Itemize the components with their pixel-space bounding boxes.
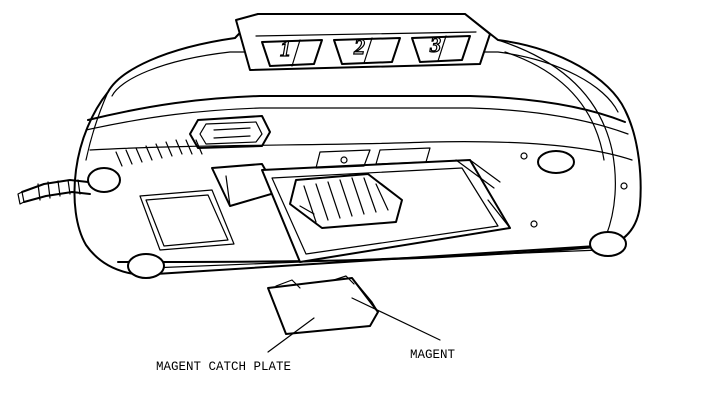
label-magnet-catch-plate: MAGENT CATCH PLATE — [156, 360, 291, 374]
slot-2 — [333, 37, 401, 65]
foot-front-right — [537, 150, 575, 174]
power-cord — [17, 179, 91, 205]
leader-catch-plate — [267, 317, 315, 353]
slot-label-1: 1 — [280, 36, 291, 61]
rubber-feet — [87, 150, 627, 279]
leader-magnet — [351, 297, 441, 341]
slot-3 — [411, 35, 471, 63]
ribbed-slide-tab — [289, 173, 403, 229]
vent-grille — [115, 139, 203, 167]
sharpening-slot-block: 1 2 3 — [235, 13, 491, 71]
slot-1 — [261, 39, 323, 67]
housing-underside — [89, 141, 633, 269]
label-magnet: MAGENT — [410, 348, 456, 362]
foot-front-left — [87, 167, 121, 193]
slot-label-3: 3 — [429, 32, 441, 57]
callout-leaders — [267, 297, 441, 353]
magnet-catch-plate — [267, 275, 379, 335]
foot-back-left — [127, 253, 165, 279]
side-latch — [189, 115, 271, 149]
slot-label-2: 2 — [353, 34, 365, 59]
label-recess — [139, 189, 235, 251]
foot-back-right — [589, 231, 627, 257]
